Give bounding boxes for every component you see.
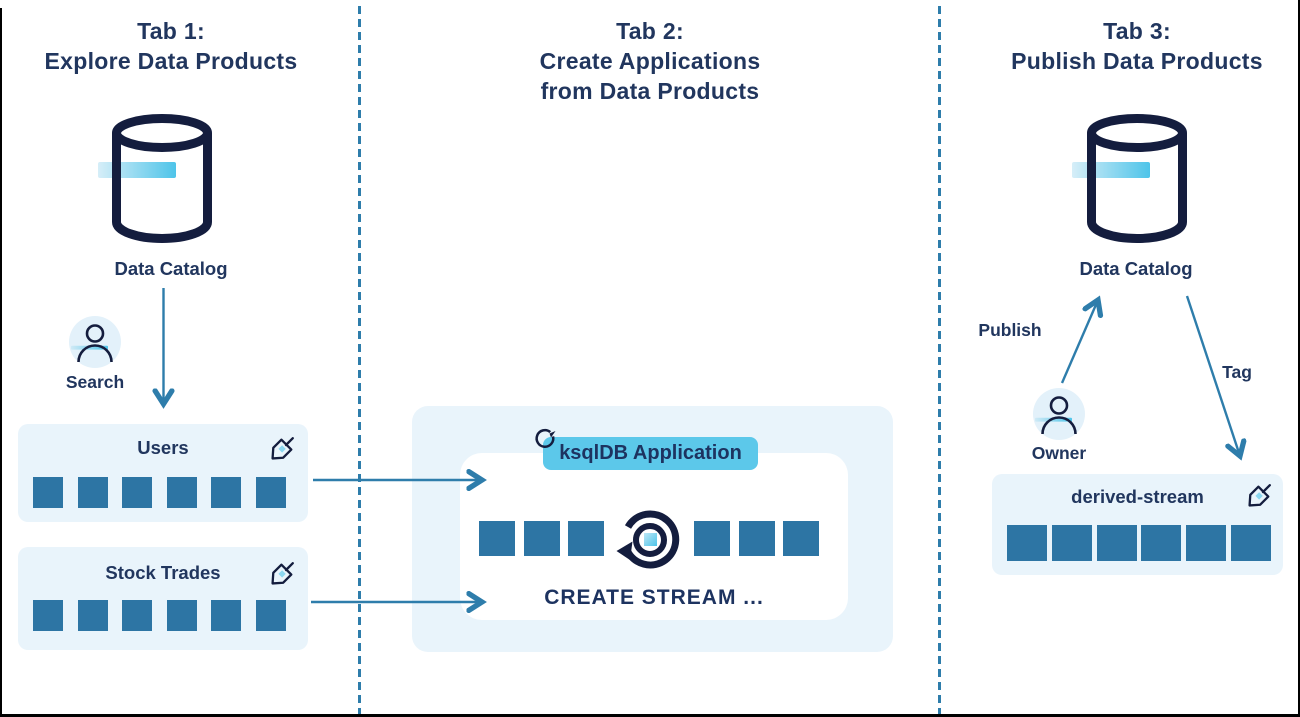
tab1-title-line1: Tab 1: <box>137 18 205 44</box>
message-square <box>255 477 286 508</box>
stream-name: Stock Trades <box>105 562 221 583</box>
divider-1 <box>358 6 361 714</box>
message-square <box>211 600 241 631</box>
message-square <box>523 521 560 556</box>
tab3-title-line2: Publish Data Products <box>1011 48 1263 74</box>
message-square <box>1141 525 1182 561</box>
arrow-publish <box>1060 300 1098 384</box>
frame-edge-right <box>1298 0 1300 717</box>
refresh-icon <box>535 428 556 448</box>
ksqldb-application-badge: ksqlDB Application <box>543 437 758 470</box>
message-square <box>1230 525 1271 561</box>
stream-name: Users <box>137 437 189 458</box>
message-square <box>479 521 515 556</box>
message-square <box>1186 525 1227 561</box>
tab3-title: Tab 3: Publish Data Products <box>958 16 1300 76</box>
message-square <box>33 477 63 508</box>
tag-arrow-label: Tag <box>1222 362 1252 382</box>
stream-squares-left <box>479 521 604 556</box>
stream-squares-right <box>694 521 819 556</box>
frame-edge-bottom <box>0 714 1300 717</box>
stream-box-stock-trades: Stock Trades <box>18 547 308 650</box>
message-square <box>783 521 819 556</box>
tab1-title: Tab 1: Explore Data Products <box>0 16 342 76</box>
message-square <box>122 477 152 508</box>
database-cylinder-icon <box>1087 114 1187 243</box>
publish-arrow-label: Publish <box>978 320 1042 340</box>
message-square <box>1096 525 1137 561</box>
tab1-title-line2: Explore Data Products <box>44 48 298 74</box>
message-square <box>77 600 108 631</box>
database-cylinder-icon <box>112 114 212 243</box>
tab3-title-line1: Tab 3: <box>1103 18 1171 44</box>
message-square <box>166 600 197 631</box>
message-square <box>568 521 604 556</box>
person-glyph <box>1035 396 1077 435</box>
tab3-catalog-label: Data Catalog <box>1079 258 1193 279</box>
tab2-title-line1: Tab 2: <box>616 18 684 44</box>
tab2-title-line3: from Data Products <box>540 78 760 104</box>
tab2-title-line2: Create Applications <box>539 48 761 74</box>
frame-edge-left <box>0 8 2 717</box>
create-stream-statement: CREATE STREAM ... <box>544 586 764 609</box>
message-square <box>1051 525 1092 561</box>
message-square <box>122 600 152 631</box>
tab1-catalog-label: Data Catalog <box>114 258 228 279</box>
tab2-title: Tab 2: Create Applications from Data Pro… <box>470 16 830 106</box>
tag-icon <box>271 562 294 585</box>
tag-icon <box>271 437 294 460</box>
message-square <box>694 521 730 556</box>
message-square <box>77 477 108 508</box>
stream-box-users: Users <box>18 424 308 522</box>
owner-icon <box>1033 388 1085 440</box>
message-square <box>255 600 286 631</box>
message-square <box>738 521 775 556</box>
stream-processing-loop-icon <box>616 510 680 569</box>
stream-squares <box>1007 525 1271 561</box>
search-icon <box>69 316 121 368</box>
stream-squares <box>33 477 286 508</box>
message-square <box>166 477 197 508</box>
search-label: Search <box>65 372 125 392</box>
tag-icon <box>1248 484 1271 507</box>
stream-box-derived-stream: derived-stream <box>992 474 1283 575</box>
stream-name: derived-stream <box>1071 486 1204 507</box>
message-square <box>33 600 63 631</box>
stream-squares <box>33 600 286 631</box>
owner-label: Owner <box>1031 443 1087 463</box>
message-square <box>211 477 241 508</box>
person-glyph <box>71 324 113 363</box>
divider-2 <box>938 6 941 714</box>
message-square <box>1007 525 1047 561</box>
